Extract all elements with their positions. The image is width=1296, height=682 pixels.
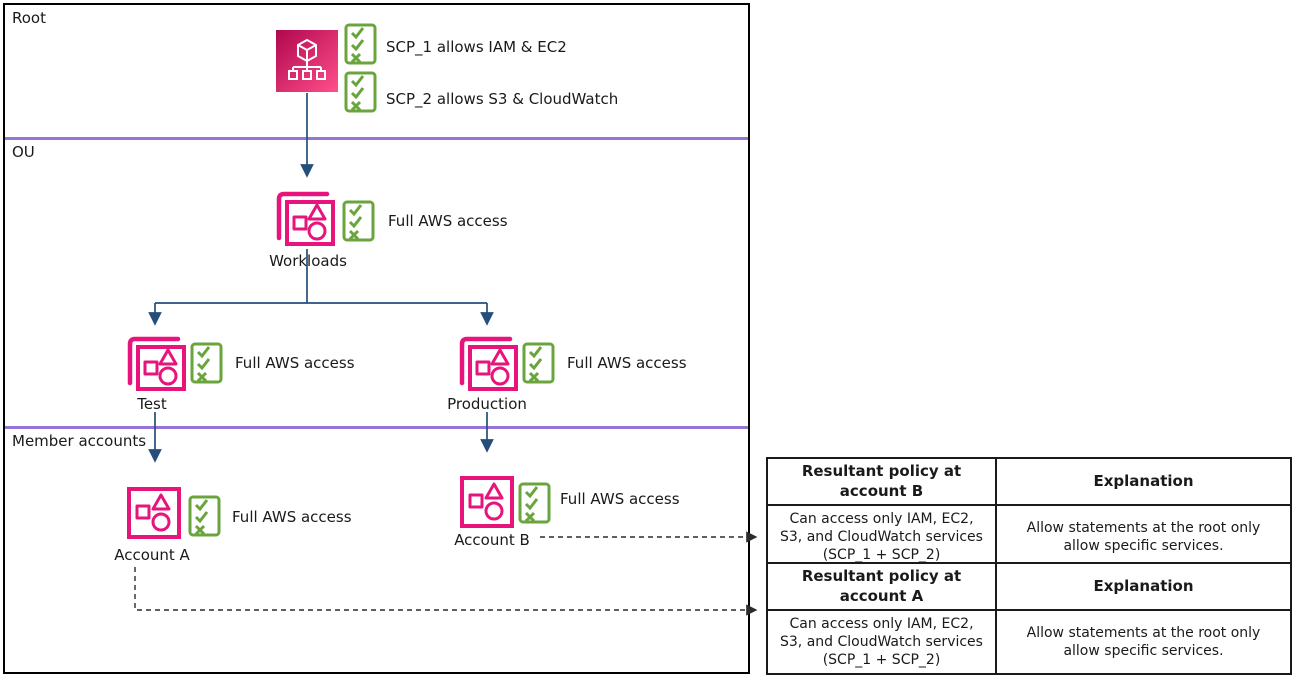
scp-checklist-icon bbox=[342, 200, 375, 242]
table-account-b-explanation-header: Explanation bbox=[1093, 471, 1194, 490]
section-label-ou: OU bbox=[12, 143, 35, 161]
table-account-a-explanation-header: Explanation bbox=[1093, 576, 1194, 595]
table-account-a-policy-header: Resultant policy at account A bbox=[768, 564, 997, 609]
organizations-icon bbox=[276, 30, 338, 92]
production-policy-label: Full AWS access bbox=[567, 354, 687, 372]
account-b-policy-label: Full AWS access bbox=[560, 490, 680, 508]
scp-checklist-icon bbox=[344, 71, 377, 113]
table-account-b-policy-header: Resultant policy at account B bbox=[768, 459, 997, 504]
table-account-a-policy-cell: Can access only IAM, EC2, S3, and CloudW… bbox=[768, 611, 997, 673]
scp2-label: SCP_2 allows S3 & CloudWatch bbox=[386, 90, 619, 108]
table-account-a-explanation-cell: Allow statements at the root only allow … bbox=[1026, 624, 1261, 659]
scp-checklist-icon bbox=[188, 495, 221, 537]
workloads-label: Workloads bbox=[269, 252, 347, 270]
ou-icon bbox=[276, 191, 335, 246]
scp1-label: SCP_1 allows IAM & EC2 bbox=[386, 38, 567, 56]
production-label: Production bbox=[447, 395, 527, 413]
account-a-policy-label: Full AWS access bbox=[232, 508, 352, 526]
scp-checklist-icon bbox=[522, 342, 555, 384]
scp-checklist-icon bbox=[190, 342, 223, 384]
diagram-border bbox=[3, 3, 750, 674]
root-ou-divider bbox=[5, 137, 748, 140]
table-account-b-policy-cell: Can access only IAM, EC2, S3, and CloudW… bbox=[768, 506, 997, 568]
account-icon bbox=[127, 487, 181, 539]
table-account-b-explanation-cell: Allow statements at the root only allow … bbox=[1026, 519, 1261, 554]
scp-checklist-icon bbox=[518, 482, 551, 524]
scp-checklist-icon bbox=[344, 23, 377, 65]
table-account-b: Resultant policy at account B Explanatio… bbox=[766, 457, 1292, 570]
account-b-label: Account B bbox=[454, 531, 530, 549]
ou-icon bbox=[459, 336, 518, 391]
table-account-a: Resultant policy at account A Explanatio… bbox=[766, 562, 1292, 675]
test-label: Test bbox=[137, 395, 167, 413]
section-label-root: Root bbox=[12, 9, 46, 27]
ou-member-divider bbox=[5, 426, 748, 429]
account-a-label: Account A bbox=[114, 546, 190, 564]
table-account-a-header-row: Resultant policy at account A Explanatio… bbox=[768, 564, 1290, 611]
table-account-b-header-row: Resultant policy at account B Explanatio… bbox=[768, 459, 1290, 506]
organizations-glyph bbox=[288, 38, 326, 80]
workloads-policy-label: Full AWS access bbox=[388, 212, 508, 230]
section-label-member: Member accounts bbox=[12, 432, 147, 450]
table-account-b-body-row: Can access only IAM, EC2, S3, and CloudW… bbox=[768, 506, 1290, 568]
account-icon bbox=[460, 476, 514, 528]
table-account-a-body-row: Can access only IAM, EC2, S3, and CloudW… bbox=[768, 611, 1290, 673]
test-policy-label: Full AWS access bbox=[235, 354, 355, 372]
ou-icon bbox=[127, 336, 186, 391]
